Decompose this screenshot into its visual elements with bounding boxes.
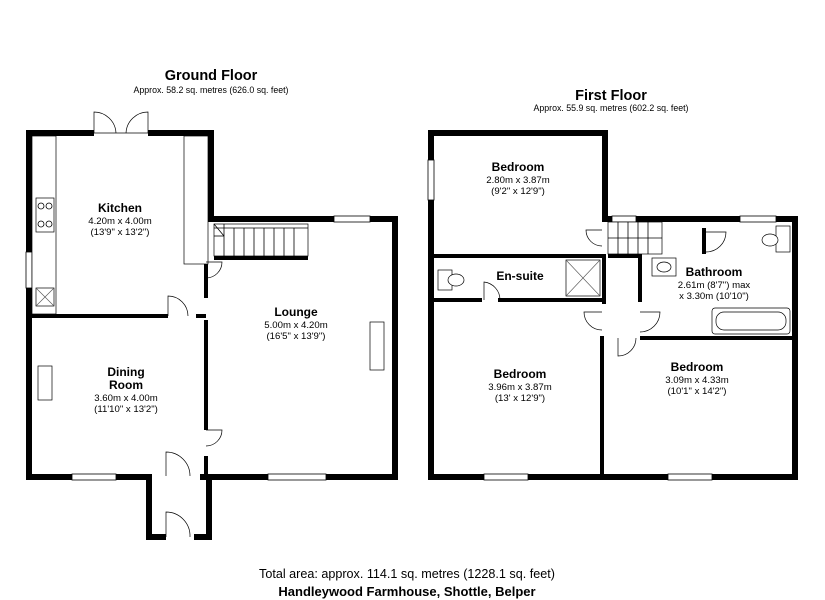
ff-wall-east [792, 216, 798, 480]
dining-dim-m: 3.60m x 4.00m [94, 393, 157, 404]
gf-wall-inner-b [204, 320, 208, 430]
lounge-fireplace [369, 321, 385, 371]
ff-wall-bed-divider [600, 336, 604, 476]
porch-front-door [165, 511, 191, 538]
dining-label-line1: Dining [107, 365, 144, 379]
porch-inner-door [165, 451, 191, 477]
gf-title: Ground Floor [165, 68, 258, 84]
dining-fireplace [37, 365, 53, 401]
bed2-door [583, 311, 603, 331]
bed3-door [617, 337, 637, 357]
ff-wall-north-b [602, 216, 798, 222]
ff-wall-bed1-east [602, 130, 608, 222]
gf-wall-north-a [26, 130, 94, 136]
gf-wall-inner-c [204, 456, 208, 476]
bathroom-dim-m: 2.61m (8'7") max [678, 280, 751, 291]
porch-wall-south-b [194, 534, 212, 540]
kitchen-dining-door [167, 295, 189, 317]
ff-title: First Floor [575, 88, 647, 104]
gf-wall-west [26, 130, 32, 480]
bed3-dim-ft: (10'1" x 14'2") [667, 386, 726, 397]
kitchen-label: Kitchen [98, 201, 142, 215]
bed2-label: Bedroom [494, 367, 547, 381]
wc-door [705, 231, 727, 253]
gf-wall-stairs [214, 256, 308, 260]
gf-wall-north-b [148, 130, 214, 136]
bath-door [639, 311, 661, 333]
ensuite-label: En-suite [496, 269, 544, 283]
lounge-door-b [205, 429, 223, 447]
bed1-window [427, 159, 435, 201]
ff-wall-north-bed1 [428, 130, 608, 136]
bed1-door [585, 229, 603, 247]
dining-window [71, 473, 117, 481]
ff-wall-bed1-south [434, 254, 602, 258]
ff-wall-landing [608, 254, 642, 258]
dining-label-line2: Room [109, 378, 143, 392]
bed1-label: Bedroom [492, 160, 545, 174]
kitchen-dim-ft: (13'9" x 13'2") [90, 227, 149, 238]
ff-wall-bath-west [638, 256, 642, 302]
bed3-label: Bedroom [671, 360, 724, 374]
bed1-dim-ft: (9'2" x 12'9") [491, 186, 545, 197]
dining-dim-ft: (11'10" x 13'2") [94, 404, 158, 415]
kitchen-worktop-east [183, 135, 209, 265]
lounge-window-south [267, 473, 327, 481]
bed2-dim-ft: (13' x 12'9") [495, 393, 545, 404]
gf-staircase [213, 223, 309, 257]
ff-wall-ensuite-south-a [434, 298, 482, 302]
gf-wall-east [392, 216, 398, 480]
porch-wall-east [206, 474, 212, 540]
lounge-dim-m: 5.00m x 4.20m [264, 320, 327, 331]
gf-wall-lounge-north [208, 216, 398, 222]
bed2-window [483, 473, 529, 481]
gf-wall-kitchen-dining [32, 314, 168, 318]
landing-window [611, 215, 637, 223]
ff-staircase [607, 221, 663, 255]
bathroom-label: Bathroom [686, 265, 743, 279]
bed2-dim-m: 3.96m x 3.87m [488, 382, 551, 393]
kitchen-window [25, 251, 33, 289]
ff-wall-ensuite-south-b [498, 298, 606, 302]
lounge-door-a [205, 261, 223, 279]
lounge-label: Lounge [274, 305, 318, 319]
ff-wall-bath-south [640, 336, 792, 340]
ff-wall-wc [702, 228, 706, 254]
ground-floor-plan [25, 111, 398, 540]
french-door-left [93, 111, 117, 134]
ff-wall-ensuite-east [602, 254, 606, 304]
gf-wall-inner-a [204, 262, 208, 298]
porch-wall-south-a [146, 534, 166, 540]
bed3-window [667, 473, 713, 481]
bathroom-window [739, 215, 777, 223]
gf-wall-kitchen-dining-b [196, 314, 206, 318]
property-name: Handleywood Farmhouse, Shottle, Belper [278, 584, 535, 599]
french-door-right [125, 111, 149, 134]
ff-wall-west [428, 130, 434, 480]
ensuite-door [483, 281, 501, 301]
bed1-dim-m: 2.80m x 3.87m [486, 175, 549, 186]
bathroom-dim-ft: x 3.30m (10'10") [679, 291, 749, 302]
first-floor-plan [427, 130, 798, 481]
ff-wall-south [428, 474, 798, 480]
lounge-window-north [333, 215, 371, 223]
total-area: Total area: approx. 114.1 sq. metres (12… [259, 567, 555, 581]
hob-icon [35, 197, 55, 233]
gf-wall-kitchen-east [208, 130, 214, 222]
bed3-dim-m: 3.09m x 4.33m [665, 375, 728, 386]
gf-area: Approx. 58.2 sq. metres (626.0 sq. feet) [133, 85, 288, 95]
kitchen-dim-m: 4.20m x 4.00m [88, 216, 151, 227]
porch-wall-west [146, 474, 152, 540]
ff-area: Approx. 55.9 sq. metres (602.2 sq. feet) [533, 103, 688, 113]
lounge-dim-ft: (16'5" x 13'9") [266, 331, 325, 342]
